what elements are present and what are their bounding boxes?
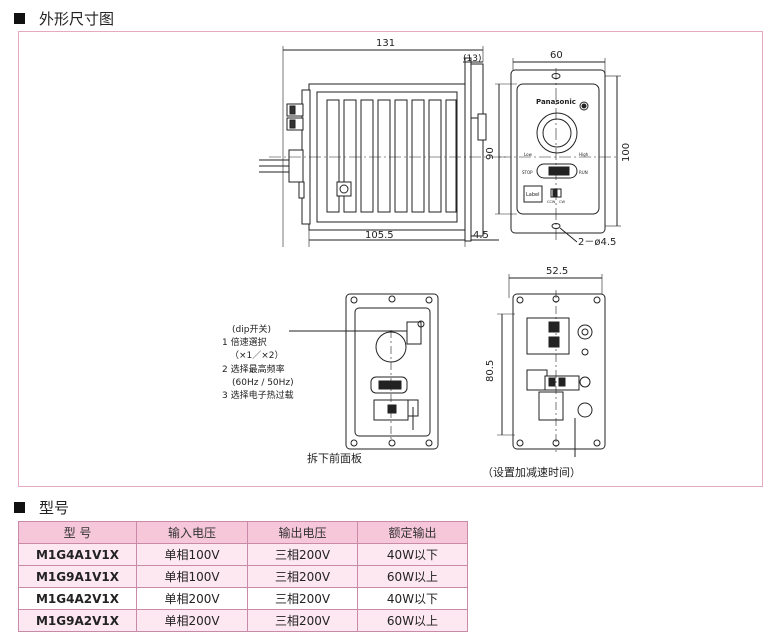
panel-label-text: Label	[526, 192, 540, 198]
cell-output: 三相200V	[247, 565, 358, 588]
section-title-text: 外形尺寸图	[39, 10, 115, 28]
dip-switch-title: (dip开关)	[232, 323, 271, 335]
speed-low-label: Low	[524, 152, 533, 157]
hole-spec: 2－ø4.5	[578, 237, 616, 248]
table-header-row: 型 号 输入电压 输出电压 额定输出	[18, 521, 468, 544]
model-table: 型 号 输入电压 输出电压 额定输出 M1G4A1V1X 单相100V 三相20…	[18, 521, 468, 632]
dim-flange-thickness: 4.5	[473, 230, 489, 241]
section-title-models: 型号	[14, 497, 69, 518]
cell-rating: 60W以上	[357, 609, 468, 632]
speed-high-label: High	[579, 152, 589, 157]
header-model: 型 号	[18, 521, 137, 544]
table-row: M1G4A2V1X 单相200V 三相200V 40W以下	[18, 587, 468, 610]
header-rated-output: 额定输出	[357, 521, 468, 544]
cell-model: M1G4A2V1X	[18, 587, 137, 610]
cell-model: M1G9A1V1X	[18, 565, 137, 588]
cell-input: 单相200V	[136, 587, 248, 610]
table-row: M1G4A1V1X 单相100V 三相200V 40W以下	[18, 543, 468, 566]
square-bullet-icon	[14, 502, 25, 513]
stop-label: STOP	[522, 170, 533, 175]
dim-flange: (13)	[463, 54, 481, 64]
cell-output: 三相200V	[247, 543, 358, 566]
cell-output: 三相200V	[247, 587, 358, 610]
dim-panel-inner-height: 90	[485, 147, 496, 160]
square-bullet-icon	[14, 13, 25, 24]
dip-item-1-options: （×1／×2）	[230, 350, 284, 361]
header-input-voltage: 输入电压	[136, 521, 248, 544]
dim-terminal-width: 52.5	[546, 266, 568, 277]
ccw-label: CCW	[547, 200, 556, 204]
cell-model: M1G4A1V1X	[18, 543, 137, 566]
cell-input: 单相100V	[136, 565, 248, 588]
cw-label: CW	[559, 200, 565, 204]
section-title-text: 型号	[39, 499, 70, 517]
accel-decel-caption: （设置加减速时间）	[482, 466, 581, 479]
dip-item-2: 2 选择最高频率	[222, 363, 285, 375]
section-title-dimensions: 外形尺寸图	[14, 8, 114, 29]
dim-overall-length: 131	[376, 38, 395, 49]
dip-item-2-options: (60Hz / 50Hz)	[232, 378, 294, 388]
panel-removed-caption: 拆下前面板	[307, 451, 362, 465]
dip-item-3: 3 选择电子热过载	[222, 389, 294, 401]
dim-panel-width: 60	[550, 50, 563, 61]
cell-rating: 40W以下	[357, 543, 468, 566]
dim-body-length: 105.5	[365, 230, 394, 241]
dimension-drawing-frame: 131 (13) 105.5 4.5	[18, 31, 763, 487]
cell-rating: 40W以下	[357, 587, 468, 610]
dim-terminal-height: 80.5	[485, 360, 496, 382]
brand-logo: Panasonic	[536, 98, 576, 106]
cell-rating: 60W以上	[357, 565, 468, 588]
dip-item-1: 1 倍速選択	[222, 336, 267, 348]
cell-model: M1G9A2V1X	[18, 609, 137, 632]
table-row: M1G9A2V1X 单相200V 三相200V 60W以上	[18, 609, 468, 632]
cell-input: 单相200V	[136, 609, 248, 632]
dim-panel-height: 100	[621, 143, 632, 162]
cell-input: 单相100V	[136, 543, 248, 566]
dimension-drawing: 131 (13) 105.5 4.5	[222, 38, 632, 479]
header-output-voltage: 输出电压	[247, 521, 358, 544]
cell-output: 三相200V	[247, 609, 358, 632]
table-row: M1G9A1V1X 单相100V 三相200V 60W以上	[18, 565, 468, 588]
run-label: RUN	[579, 170, 588, 175]
